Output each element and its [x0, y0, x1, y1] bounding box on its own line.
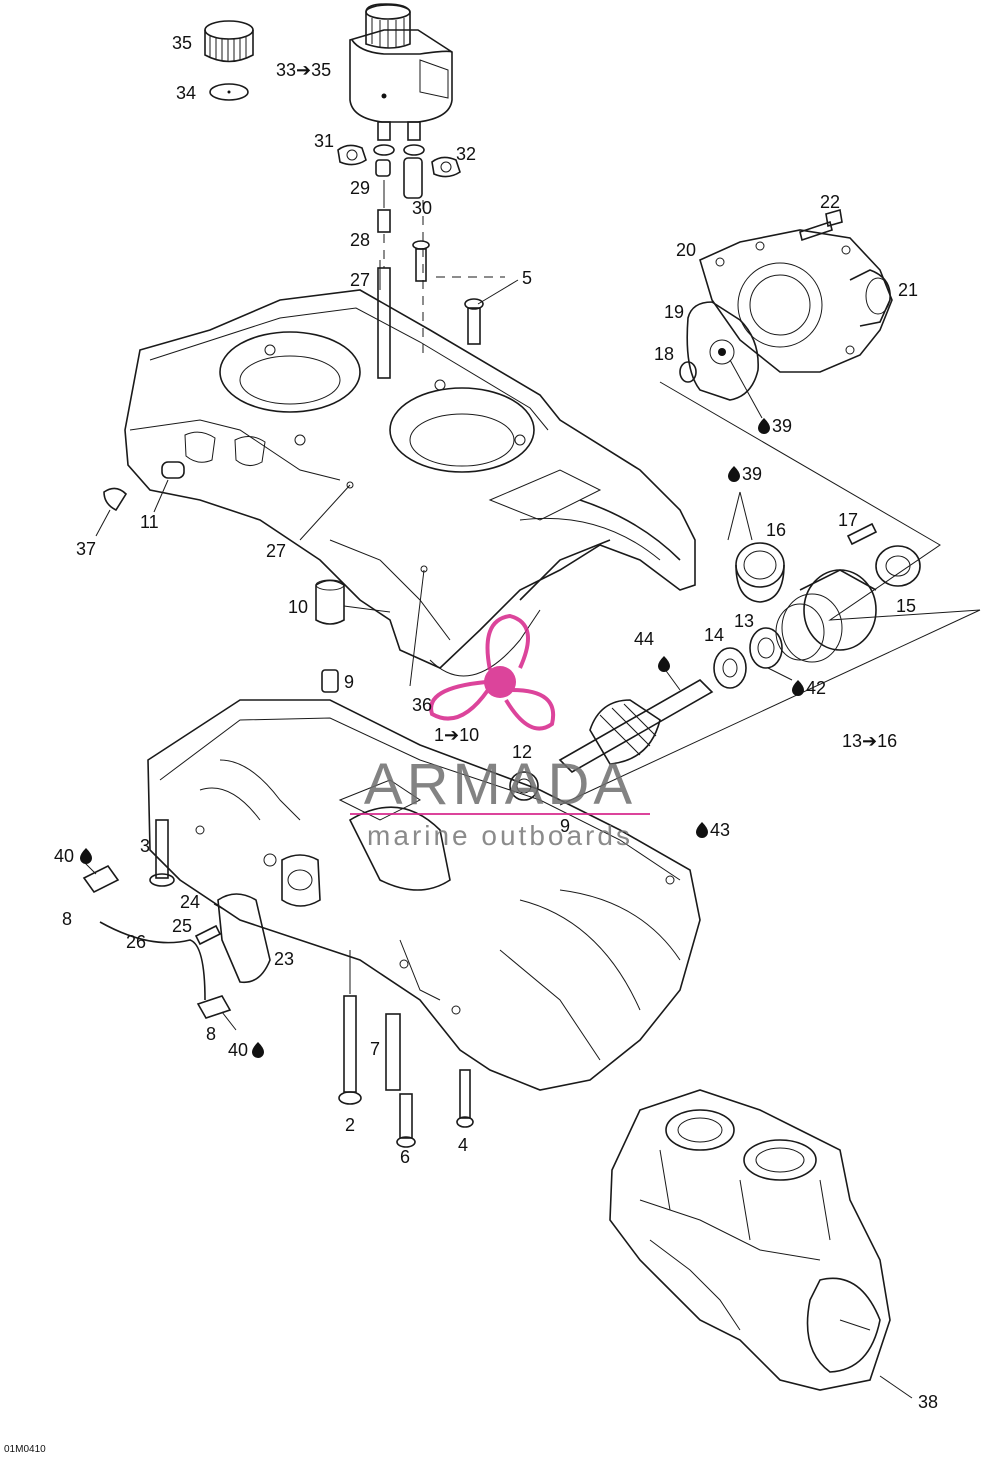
assembly-bracket-13-16	[659, 381, 981, 621]
screw-22	[799, 208, 843, 242]
callout-43: 43	[710, 820, 730, 840]
callout-32: 32	[456, 144, 476, 164]
bolt-4	[456, 1069, 474, 1128]
callout-25: 25	[172, 916, 192, 936]
cover-plate-24	[213, 893, 271, 984]
drive-shaft-44	[558, 667, 714, 773]
oil-line	[377, 267, 391, 379]
callout-4: 4	[458, 1135, 468, 1155]
callout-18: 18	[654, 344, 674, 364]
bearing-14	[713, 647, 747, 689]
assembly-line-13-16	[559, 609, 981, 806]
callout-24: 24	[180, 892, 200, 912]
callout-5: 5	[522, 268, 532, 288]
callout-30: 30	[412, 198, 432, 218]
water-pump-housing	[699, 229, 893, 373]
pump-gasket-19	[686, 301, 759, 401]
callout-36: 36	[412, 695, 432, 715]
callout-10: 10	[288, 597, 308, 617]
callout-26: 26	[126, 932, 146, 952]
oil-reservoir-cap	[204, 20, 254, 63]
callout-35: 35	[172, 33, 192, 53]
leader-27b	[299, 484, 351, 541]
sleeve-housing	[775, 569, 877, 663]
callout-28: 28	[350, 230, 370, 250]
bolt-2	[338, 950, 362, 1105]
callout-13-16: 13➔16	[842, 731, 897, 751]
callout-8a: 8	[62, 909, 72, 929]
stud-7	[385, 1013, 401, 1091]
callout-12: 12	[512, 742, 532, 762]
screw-6	[396, 1093, 416, 1148]
callout-9a: 9	[344, 672, 354, 692]
watermark-brand: ARMADA	[364, 752, 636, 817]
callout-21: 21	[898, 280, 918, 300]
callout-19: 19	[664, 302, 684, 322]
callout-14: 14	[704, 625, 724, 645]
callout-22: 22	[820, 192, 840, 212]
propeller-logo	[429, 613, 556, 731]
callout-9b: 9	[560, 816, 570, 836]
callout-13: 13	[734, 611, 754, 631]
dowel-9	[321, 669, 339, 693]
callout-34: 34	[176, 83, 196, 103]
callout-17: 17	[838, 510, 858, 530]
callout-23: 23	[274, 949, 294, 969]
callout-20: 20	[676, 240, 696, 260]
seal-16	[727, 491, 785, 603]
leader-42	[767, 667, 793, 681]
callout-39a: 39	[772, 416, 792, 436]
callout-29: 29	[350, 178, 370, 198]
callout-7: 7	[370, 1039, 380, 1059]
callout-44: 44	[634, 629, 654, 649]
hose-clamps-and-hoses	[337, 144, 461, 233]
callout-42: 42	[806, 678, 826, 698]
screws-5	[412, 240, 519, 345]
callout-39b: 39	[742, 464, 762, 484]
callout-37: 37	[76, 539, 96, 559]
callout-1-10: 1➔10	[434, 725, 479, 745]
leader-39a	[729, 359, 763, 419]
callout-40a: 40	[54, 846, 74, 866]
leader-36	[409, 569, 425, 687]
callout-3: 3	[140, 836, 150, 856]
upper-crankcase	[124, 289, 696, 677]
drawing-code: 01M0410	[4, 1444, 46, 1455]
armada-watermark: ARMADA marine outboards	[350, 613, 650, 851]
plug-11-and-clip-37	[95, 461, 185, 537]
callout-27b: 27	[266, 541, 286, 561]
callout-2: 2	[345, 1115, 355, 1135]
bearing-13	[749, 627, 783, 669]
callout-38: 38	[918, 1392, 938, 1412]
callout-27a: 27	[350, 270, 370, 290]
o-ring-18	[679, 361, 697, 383]
callout-33-35: 33➔35	[276, 60, 331, 80]
engine-assembly-38	[609, 1089, 913, 1399]
callout-11: 11	[140, 512, 159, 532]
callout-6: 6	[400, 1147, 410, 1167]
bearing-10	[315, 579, 391, 625]
callout-8b: 8	[206, 1024, 216, 1044]
lower-crankcase	[147, 699, 701, 1091]
callout-15: 15	[896, 596, 916, 616]
callout-40b: 40	[228, 1040, 248, 1060]
oil-reservoir	[349, 3, 453, 141]
watermark-tagline: marine outboards	[367, 820, 633, 851]
cap-gasket	[209, 83, 249, 101]
bolt-3	[149, 819, 175, 887]
screw-17	[846, 522, 878, 546]
screw-25	[194, 924, 222, 946]
callout-16: 16	[766, 520, 786, 540]
seal-15	[875, 545, 921, 587]
oil-hose-26	[81, 859, 237, 1031]
callout-31: 31	[314, 131, 334, 151]
callout-labels: 35 34 33➔35 31 32 29 30 28 27 5 22 20 21…	[54, 33, 938, 1412]
